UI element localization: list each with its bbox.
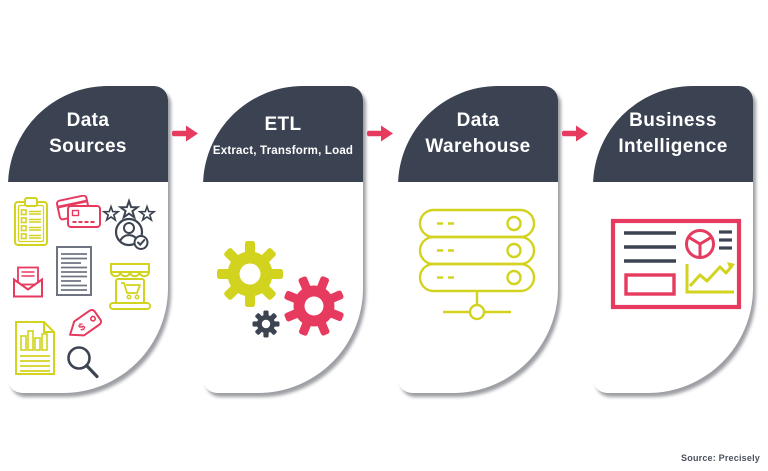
gear-small-dark-icon bbox=[252, 310, 280, 338]
price-tag-dollar: $ bbox=[76, 321, 88, 334]
line-chart-icon bbox=[685, 262, 735, 294]
stage-title: ETL bbox=[264, 113, 302, 135]
stage-title: Data bbox=[66, 110, 110, 131]
stage-card-data-sources: Data Sources bbox=[8, 86, 168, 393]
dashboard-frame bbox=[610, 218, 742, 310]
dashboard-kpi-box bbox=[624, 273, 676, 296]
credit-cards-icon bbox=[56, 195, 101, 228]
source-attribution: Source: Precisely bbox=[681, 453, 760, 463]
stage-card-etl: ETL Extract, Transform, Load bbox=[203, 86, 363, 393]
bi-dashboard-icon bbox=[610, 218, 742, 310]
stage-body-data-warehouse bbox=[398, 182, 558, 393]
dashboard-text-lines bbox=[624, 231, 676, 263]
gear-large-pink-icon bbox=[284, 276, 344, 336]
flow-arrow-icon bbox=[562, 125, 588, 142]
flow-arrow-icon bbox=[367, 125, 393, 142]
flow-arrow-icon bbox=[172, 125, 198, 142]
stage-title: Sources bbox=[49, 136, 127, 157]
gears-icon bbox=[217, 241, 344, 338]
pie-chart-icon bbox=[685, 229, 715, 259]
stage-title: Data bbox=[456, 110, 500, 131]
stage-title: Business bbox=[629, 110, 717, 131]
stage-body-etl bbox=[203, 182, 363, 393]
stage-subtitle: Extract, Transform, Load bbox=[212, 144, 354, 157]
gear-large-yellow-icon bbox=[217, 241, 283, 307]
clipboard-survey-icon bbox=[14, 197, 48, 246]
mail-envelope-icon bbox=[13, 266, 43, 298]
online-store-icon bbox=[109, 263, 151, 310]
stage-title: Intelligence bbox=[618, 136, 728, 157]
stage-header-data-sources: Data Sources bbox=[8, 86, 168, 182]
search-magnifier-icon bbox=[67, 346, 99, 379]
stage-body-business-intelligence bbox=[593, 182, 753, 393]
stage-header-business-intelligence: Business Intelligence bbox=[593, 86, 753, 182]
stage-header-data-warehouse: Data Warehouse bbox=[398, 86, 558, 182]
stage-header-etl: ETL Extract, Transform, Load bbox=[203, 86, 363, 182]
stage-body-data-sources: $ bbox=[8, 182, 168, 393]
customer-reviews-icon bbox=[101, 198, 157, 250]
stage-card-data-warehouse: Data Warehouse bbox=[398, 86, 558, 393]
stage-title: Warehouse bbox=[425, 136, 531, 157]
text-document-icon bbox=[56, 246, 92, 296]
stage-card-business-intelligence: Business Intelligence bbox=[593, 86, 753, 393]
pie-legend-lines bbox=[719, 230, 732, 250]
price-tag-icon: $ bbox=[69, 309, 102, 337]
sales-report-icon bbox=[15, 321, 55, 375]
server-stack-icon bbox=[418, 208, 536, 321]
